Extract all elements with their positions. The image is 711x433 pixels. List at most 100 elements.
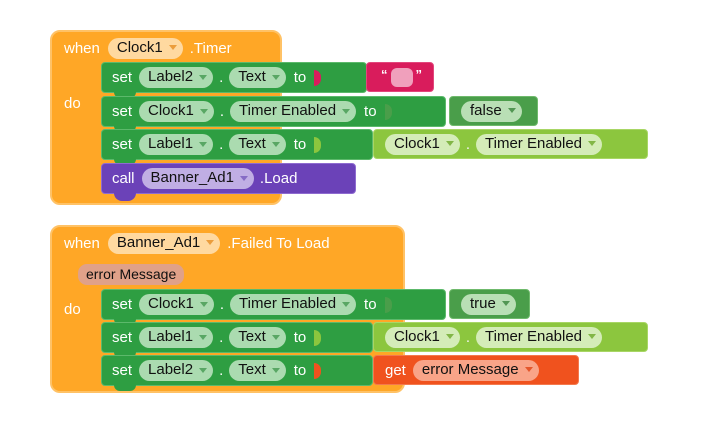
chevron-down-icon (168, 45, 177, 50)
chevron-down-icon (199, 141, 208, 147)
chevron-down-icon (199, 367, 208, 373)
to-label: to (293, 329, 307, 346)
component-dropdown-clock1[interactable]: Clock1 (139, 294, 214, 315)
component-dropdown-label: Label2 (148, 361, 194, 378)
dot-separator: . (465, 135, 471, 153)
open-quote: “ (381, 66, 388, 82)
chevron-down-icon (588, 334, 597, 339)
statement-set-clock1-timerenabled[interactable]: set Clock1 . Timer Enabled to (101, 96, 446, 127)
component-dropdown-banner-ad1[interactable]: Banner_Ad1 (107, 232, 221, 254)
property-dropdown-text[interactable]: Text (229, 134, 286, 155)
property-dropdown-text[interactable]: Text (229, 327, 286, 348)
value-socket (384, 103, 392, 120)
dot-separator: . (219, 329, 224, 346)
property-dropdown-timer-enabled[interactable]: Timer Enabled (230, 101, 357, 122)
chevron-down-icon (271, 74, 280, 80)
logic-dropdown-label: true (470, 294, 496, 312)
property-dropdown-label: Timer Enabled (485, 134, 583, 152)
chevron-down-icon (206, 240, 215, 245)
component-dropdown-label: Label1 (148, 328, 194, 345)
value-block-true[interactable]: true (449, 289, 530, 319)
set-keyword: set (112, 103, 133, 120)
event-name-label: .Failed To Load (227, 234, 330, 252)
property-dropdown-label: Timer Enabled (485, 327, 583, 345)
component-dropdown-label: Label1 (148, 135, 194, 152)
event-name-label: .Timer (189, 39, 232, 57)
statement-call-banner-ad1-load[interactable]: call Banner_Ad1 .Load (101, 163, 356, 194)
dot-separator: . (465, 328, 471, 346)
value-block-getter-clock1-timerenabled-2[interactable]: Clock1 . Timer Enabled (373, 322, 648, 352)
close-quote: ” (415, 66, 423, 82)
call-keyword: call (112, 170, 135, 187)
value-socket (384, 296, 392, 313)
chevron-down-icon (199, 334, 208, 340)
component-dropdown-clock1[interactable]: Clock1 (139, 101, 214, 122)
component-dropdown-label1[interactable]: Label1 (139, 134, 214, 155)
get-keyword: get (385, 361, 406, 379)
chevron-down-icon (199, 108, 208, 114)
statement-set-label1-text[interactable]: set Label1 . Text to (101, 129, 373, 160)
component-dropdown-label: Clock1 (394, 134, 440, 152)
to-label: to (364, 296, 377, 313)
statement-set-clock1-timerenabled-true[interactable]: set Clock1 . Timer Enabled to (101, 289, 446, 320)
statement-set-label2-text[interactable]: set Label2 . Text to (101, 62, 367, 93)
property-dropdown-text[interactable]: Text (229, 67, 286, 88)
statement-connector-notch (114, 193, 136, 201)
property-dropdown-timer-enabled[interactable]: Timer Enabled (476, 133, 603, 155)
variable-dropdown-error-message[interactable]: error Message (412, 359, 539, 381)
value-block-get-error-message[interactable]: get error Message (373, 355, 579, 385)
statement-set-label2-text-2[interactable]: set Label2 . Text to (101, 355, 373, 386)
component-dropdown-clock1[interactable]: Clock1 (385, 133, 460, 155)
component-dropdown-label2[interactable]: Label2 (139, 67, 214, 88)
chevron-down-icon (507, 108, 516, 113)
property-dropdown-label: Text (238, 68, 266, 85)
method-name-label: .Load (259, 170, 298, 187)
component-dropdown-banner-ad1[interactable]: Banner_Ad1 (141, 168, 254, 189)
statement-set-label1-text-2[interactable]: set Label1 . Text to (101, 322, 373, 353)
logic-dropdown-false[interactable]: false (461, 100, 522, 122)
logic-dropdown-true[interactable]: true (461, 293, 516, 315)
chevron-down-icon (445, 141, 454, 146)
value-socket (314, 136, 322, 153)
component-dropdown-label1[interactable]: Label1 (139, 327, 214, 348)
chevron-down-icon (271, 141, 280, 147)
chevron-down-icon (501, 301, 510, 306)
set-keyword: set (112, 296, 133, 313)
component-dropdown-label2[interactable]: Label2 (139, 360, 214, 381)
property-dropdown-timer-enabled[interactable]: Timer Enabled (230, 294, 357, 315)
component-dropdown-label: Clock1 (148, 102, 194, 119)
set-keyword: set (112, 329, 133, 346)
property-dropdown-label: Text (238, 361, 266, 378)
component-dropdown-label: Banner_Ad1 (150, 169, 234, 186)
chevron-down-icon (342, 108, 351, 114)
chevron-down-icon (588, 141, 597, 146)
value-block-empty-string[interactable]: “ ” (366, 62, 434, 92)
chevron-down-icon (524, 367, 533, 372)
property-dropdown-label: Text (238, 328, 266, 345)
component-dropdown-clock1[interactable]: Clock1 (385, 326, 460, 348)
chevron-down-icon (271, 367, 280, 373)
chevron-down-icon (271, 334, 280, 340)
chevron-down-icon (342, 301, 351, 307)
property-dropdown-label: Timer Enabled (239, 295, 337, 312)
component-dropdown-clock1[interactable]: Clock1 (107, 37, 183, 59)
to-label: to (293, 362, 307, 379)
do-label: do (64, 95, 81, 112)
component-dropdown-label: Clock1 (116, 38, 163, 56)
do-label: do (64, 301, 81, 318)
value-block-getter-clock1-timerenabled[interactable]: Clock1 . Timer Enabled (373, 129, 648, 159)
component-dropdown-label: Clock1 (394, 327, 440, 345)
set-keyword: set (112, 362, 133, 379)
property-dropdown-label: Text (238, 135, 266, 152)
statement-connector-notch (114, 92, 136, 98)
value-block-false[interactable]: false (449, 96, 538, 126)
property-dropdown-timer-enabled[interactable]: Timer Enabled (476, 326, 603, 348)
chevron-down-icon (199, 74, 208, 80)
value-socket (314, 69, 322, 86)
property-dropdown-text[interactable]: Text (229, 360, 286, 381)
property-dropdown-label: Timer Enabled (239, 102, 337, 119)
text-input-field[interactable] (390, 67, 413, 87)
event-parameter-error-message[interactable]: error Message (78, 264, 185, 285)
component-dropdown-label: Label2 (148, 68, 194, 85)
